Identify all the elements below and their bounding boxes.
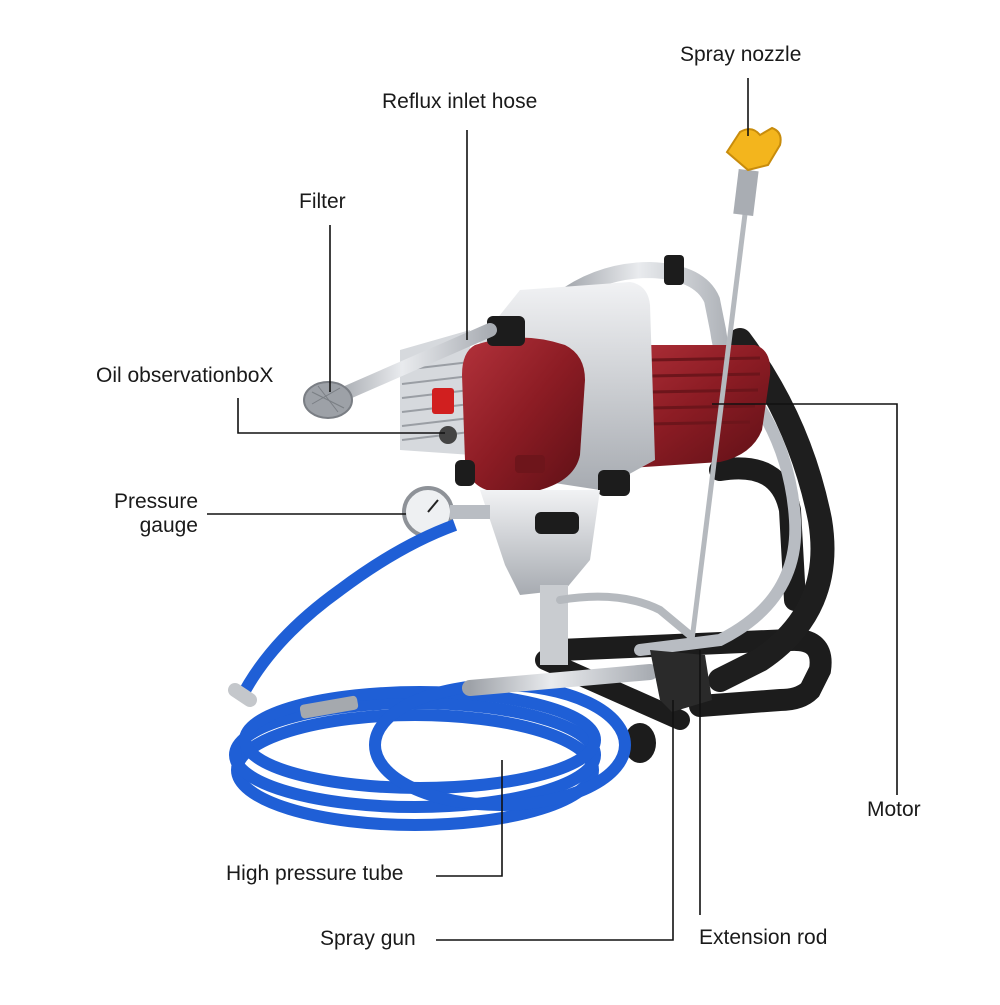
label-extension-rod: Extension rod: [699, 926, 828, 949]
leader-high-pressure-tube: [436, 760, 503, 877]
label-pressure-gauge-line1: Pressure: [113, 490, 198, 513]
label-motor: Motor: [867, 798, 921, 821]
spray-gun-body: [462, 592, 712, 712]
front-cover: [462, 337, 585, 492]
motor-fins: [649, 356, 761, 426]
filter-mesh: [311, 385, 345, 413]
rubber-foot: [624, 723, 656, 763]
label-high-pressure-tube: High pressure tube: [226, 862, 404, 885]
pump-block: [480, 490, 600, 595]
base-frame: [535, 457, 832, 763]
leader-lines: [207, 78, 898, 941]
reflux-inlet-pipe: [323, 323, 497, 407]
leader-spray-gun: [436, 700, 674, 941]
label-spray-gun: Spray gun: [320, 927, 416, 950]
pressure-knob: [487, 316, 525, 346]
power-switch: [432, 388, 454, 414]
leader-motor: [712, 403, 898, 795]
return-hose: [708, 328, 835, 692]
label-oil-observation-box: Oil observationboX: [96, 364, 274, 387]
spray-nozzle-tip: [725, 126, 782, 172]
oil-observation-window: [439, 426, 457, 444]
label-spray-nozzle: Spray nozzle: [680, 43, 802, 66]
extension-rod-line: [689, 189, 751, 641]
label-filter: Filter: [299, 190, 346, 213]
label-reflux-inlet-hose: Reflux inlet hose: [382, 90, 538, 113]
hose-fitting: [299, 695, 359, 719]
label-pressure-gauge: Pressure gauge: [96, 490, 198, 538]
leader-oil-observation-box: [237, 398, 445, 434]
pressure-gauge-dial: [402, 486, 490, 538]
high-pressure-hose: [229, 519, 631, 831]
label-pressure-gauge-line2: gauge: [139, 514, 198, 537]
